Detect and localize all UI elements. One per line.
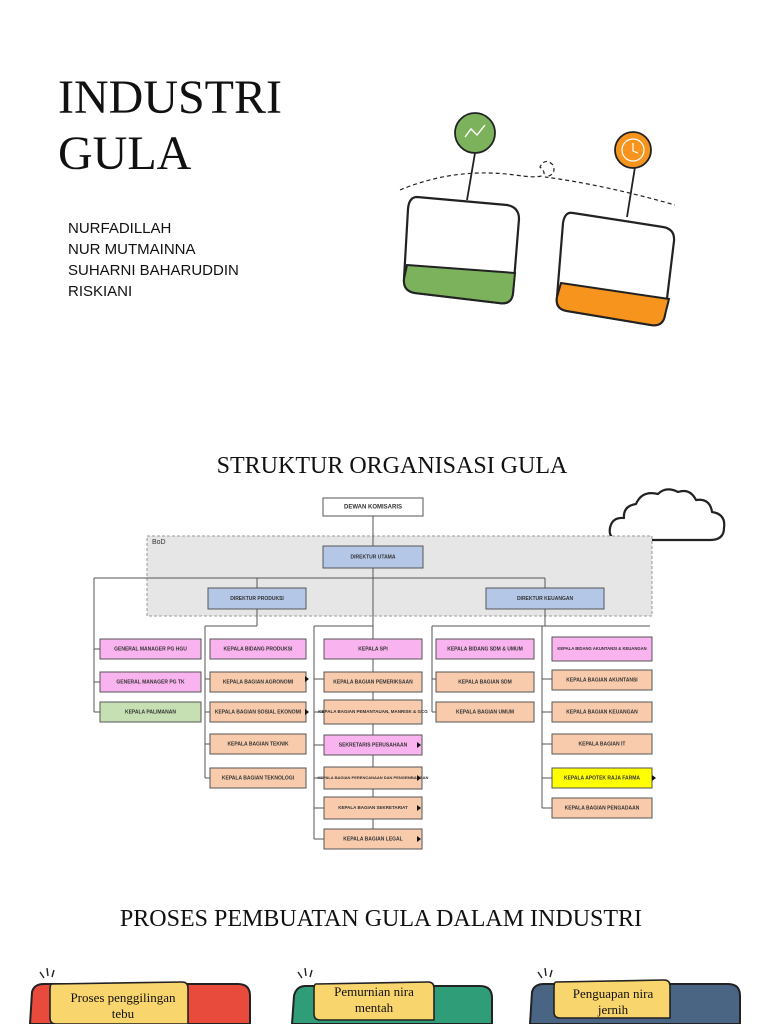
svg-text:KEPALA BAGIAN TEKNIK: KEPALA BAGIAN TEKNIK bbox=[227, 741, 289, 747]
svg-text:DIREKTUR UTAMA: DIREKTUR UTAMA bbox=[351, 554, 396, 560]
author-name: NURFADILLAH bbox=[68, 220, 172, 237]
svg-text:KEPALA PALIMANAN: KEPALA PALIMANAN bbox=[125, 709, 176, 715]
svg-text:KEPALA BAGIAN SOSIAL EKONOMI: KEPALA BAGIAN SOSIAL EKONOMI bbox=[215, 709, 302, 715]
bod-label: BoD bbox=[152, 539, 166, 546]
org-node: KEPALA BAGIAN PEMERIKSAAN bbox=[323, 671, 423, 693]
org-node: KEPALA BAGIAN PEMANTAUAN, MANRISK & GCG bbox=[318, 699, 428, 725]
svg-text:KEPALA BIDANG SDM & UMUM: KEPALA BIDANG SDM & UMUM bbox=[447, 646, 523, 652]
org-node: KEPALA BAGIAN KEUANGAN bbox=[551, 701, 653, 723]
org-node: KEPALA BAGIAN SEKRETARIAT bbox=[323, 796, 423, 820]
svg-text:GENERAL MANAGER PG TK: GENERAL MANAGER PG TK bbox=[116, 679, 185, 685]
org-node: GENERAL MANAGER PG HGU bbox=[99, 638, 202, 660]
author-name: NUR MUTMAINNA bbox=[68, 241, 196, 258]
org-node: KEPALA BAGIAN PENGADAAN bbox=[551, 797, 653, 819]
svg-text:KEPALA BAGIAN PEMERIKSAAN: KEPALA BAGIAN PEMERIKSAAN bbox=[333, 679, 413, 685]
author-name: RISKIANI bbox=[68, 283, 133, 300]
svg-text:KEPALA BAGIAN AKUNTANSI: KEPALA BAGIAN AKUNTANSI bbox=[566, 677, 638, 683]
author-list: NURFADILLAH NUR MUTMAINNA SUHARNI BAHARU… bbox=[68, 218, 239, 302]
process-card-1 bbox=[28, 967, 251, 1024]
org-node-dir-finance: DIREKTUR KEUANGAN bbox=[485, 587, 605, 610]
arrow-icon bbox=[305, 709, 309, 715]
svg-text:SEKRETARIS PERUSAHAAN: SEKRETARIS PERUSAHAAN bbox=[339, 742, 408, 748]
org-node: KEPALA BAGIAN SOSIAL EKONOMI bbox=[209, 701, 307, 723]
org-node-dir-production: DIREKTUR PRODUKSI bbox=[207, 587, 307, 610]
svg-text:KEPALA BAGIAN PERENCANAAN DAN: KEPALA BAGIAN PERENCANAAN DAN PENGEMBANG… bbox=[318, 775, 429, 780]
page-title: INDUSTRI GULA bbox=[58, 70, 282, 182]
org-node: KEPALA BAGIAN UMUM bbox=[435, 701, 535, 723]
svg-text:KEPALA BAGIAN AGRONOMI: KEPALA BAGIAN AGRONOMI bbox=[223, 679, 294, 685]
svg-text:DIREKTUR PRODUKSI: DIREKTUR PRODUKSI bbox=[230, 596, 284, 602]
org-node-commissioners: DEWAN KOMISARIS bbox=[322, 497, 424, 517]
org-structure-heading: STRUKTUR ORGANISASI GULA bbox=[216, 453, 568, 479]
org-node: KEPALA APOTEK RAJA FARMA bbox=[551, 767, 653, 789]
arrow-icon bbox=[417, 805, 421, 811]
org-node: KEPALA BAGIAN LEGAL bbox=[323, 828, 423, 850]
process-card-label: Pemurnian nira mentah bbox=[334, 984, 414, 1015]
hanging-boxes-illustration bbox=[399, 112, 676, 327]
org-node-ceo: DIREKTUR UTAMA bbox=[322, 545, 424, 569]
org-node: KEPALA BAGIAN AGRONOMI bbox=[209, 671, 307, 693]
orange-box-icon bbox=[555, 131, 676, 327]
svg-text:KEPALA BAGIAN SEKRETARIAT: KEPALA BAGIAN SEKRETARIAT bbox=[338, 805, 408, 810]
svg-text:KEPALA BAGIAN KEUANGAN: KEPALA BAGIAN KEUANGAN bbox=[566, 709, 638, 715]
org-node: KEPALA BAGIAN PERENCANAAN DAN PENGEMBANG… bbox=[318, 766, 429, 790]
title-line-1: INDUSTRI bbox=[58, 71, 282, 124]
process-card-3 bbox=[528, 967, 741, 1024]
svg-text:KEPALA BAGIAN SDM: KEPALA BAGIAN SDM bbox=[458, 679, 512, 685]
svg-text:KEPALA SPI: KEPALA SPI bbox=[358, 646, 388, 652]
svg-text:KEPALA BAGIAN PEMANTAUAN, MANR: KEPALA BAGIAN PEMANTAUAN, MANRISK & GCG bbox=[318, 709, 428, 714]
svg-text:KEPALA BAGIAN LEGAL: KEPALA BAGIAN LEGAL bbox=[343, 836, 402, 842]
org-node: KEPALA BAGIAN IT bbox=[551, 733, 653, 755]
org-node: KEPALA BAGIAN TEKNIK bbox=[209, 733, 307, 755]
org-node: SEKRETARIS PERUSAHAAN bbox=[323, 734, 423, 756]
title-line-2: GULA bbox=[58, 127, 192, 180]
process-heading: PROSES PEMBUATAN GULA DALAM INDUSTRI bbox=[119, 906, 643, 932]
org-node: KEPALA PALIMANAN bbox=[99, 701, 202, 723]
org-node: KEPALA BIDANG SDM & UMUM bbox=[435, 638, 535, 660]
svg-text:KEPALA BAGIAN TEKNOLOGI: KEPALA BAGIAN TEKNOLOGI bbox=[222, 775, 295, 781]
svg-text:GENERAL MANAGER PG HGU: GENERAL MANAGER PG HGU bbox=[114, 646, 187, 652]
svg-text:KEPALA BAGIAN UMUM: KEPALA BAGIAN UMUM bbox=[456, 709, 514, 715]
svg-text:KEPALA BAGIAN PENGADAAN: KEPALA BAGIAN PENGADAAN bbox=[565, 805, 640, 811]
author-name: SUHARNI BAHARUDDIN bbox=[68, 262, 239, 279]
process-cards bbox=[28, 967, 741, 1024]
process-card-2 bbox=[290, 967, 493, 1024]
green-box-icon bbox=[402, 112, 521, 305]
org-node: KEPALA BAGIAN AKUNTANSI bbox=[551, 669, 653, 691]
org-node: GENERAL MANAGER PG TK bbox=[99, 671, 202, 693]
process-card-label: Penguapan nira jernih bbox=[572, 986, 654, 1017]
org-node: KEPALA BIDANG PRODUKSI bbox=[209, 638, 307, 660]
svg-text:KEPALA BIDANG PRODUKSI: KEPALA BIDANG PRODUKSI bbox=[224, 646, 294, 652]
org-node: KEPALA SPI bbox=[323, 638, 423, 660]
svg-text:KEPALA BIDANG AKUNTANSI & KEUA: KEPALA BIDANG AKUNTANSI & KEUANGAN bbox=[557, 646, 646, 651]
org-node: KEPALA BAGIAN SDM bbox=[435, 671, 535, 693]
arrow-icon bbox=[417, 775, 421, 781]
arrow-icon bbox=[652, 775, 656, 781]
org-node: KEPALA BAGIAN TEKNOLOGI bbox=[209, 767, 307, 789]
org-node: KEPALA BIDANG AKUNTANSI & KEUANGAN bbox=[551, 636, 653, 662]
org-chart: BoD bbox=[93, 497, 656, 850]
svg-text:KEPALA APOTEK RAJA FARMA: KEPALA APOTEK RAJA FARMA bbox=[564, 775, 640, 781]
cloud-icon bbox=[608, 488, 726, 542]
svg-text:DEWAN KOMISARIS: DEWAN KOMISARIS bbox=[344, 505, 402, 511]
svg-text:KEPALA BAGIAN IT: KEPALA BAGIAN IT bbox=[579, 741, 626, 747]
svg-text:DIREKTUR KEUANGAN: DIREKTUR KEUANGAN bbox=[517, 596, 574, 602]
arrow-icon bbox=[305, 676, 309, 682]
process-card-label: Proses penggilingan tebu bbox=[70, 990, 176, 1021]
arrow-icon bbox=[417, 742, 421, 748]
arrow-icon bbox=[417, 836, 421, 842]
